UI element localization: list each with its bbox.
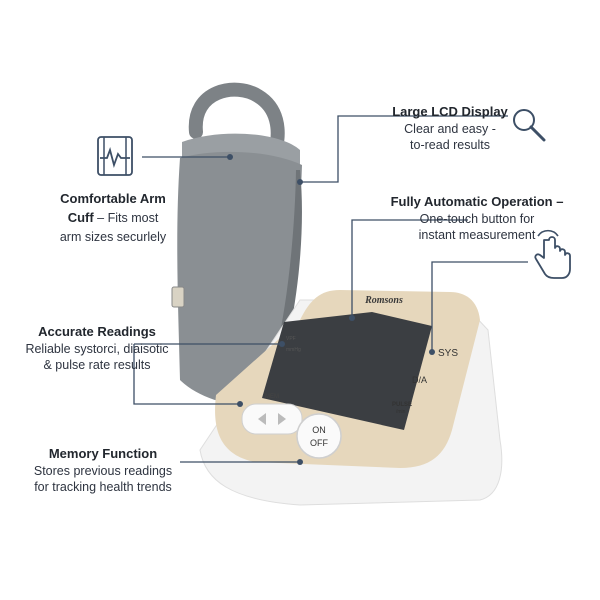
feature-accurate-desc-2: & pulse rate results xyxy=(43,358,151,373)
magnifier-icon xyxy=(510,106,550,151)
feature-auto: Fully Automatic Operation – One-touch bu… xyxy=(372,194,582,243)
sys-label: SYS xyxy=(438,348,458,359)
feature-accurate: Accurate Readings Reliable systorci, dia… xyxy=(12,324,182,373)
dia-label: D/A xyxy=(412,375,427,385)
cuff-body xyxy=(177,151,302,407)
mmhg-label: mmHg xyxy=(286,347,301,353)
feature-auto-desc-2: instant measurement xyxy=(418,228,536,243)
lcd-dot xyxy=(297,179,303,185)
accurate-connector-line xyxy=(133,344,240,405)
feature-auto-desc-1: One-touch button for xyxy=(419,211,535,226)
accurate-dot-2 xyxy=(237,401,243,407)
feature-memory: Memory Function Stores previous readings… xyxy=(18,446,188,495)
cuff-loop xyxy=(188,82,285,155)
right-arrow-icon xyxy=(278,413,286,425)
feature-accurate-desc-1: Reliable systorci, diaisotic xyxy=(25,341,169,356)
arm-cuff-icon xyxy=(92,133,138,184)
feature-memory-desc-2: for tracking health trends xyxy=(34,480,172,495)
feature-accurate-title: Accurate Readings xyxy=(38,324,156,339)
feature-cuff: Comfortable Arm Cuff – Fits most arm siz… xyxy=(38,191,188,245)
auto-dot xyxy=(349,315,355,321)
feature-memory-title: Memory Function xyxy=(48,446,158,461)
auto-connector-line-2 xyxy=(431,261,528,352)
lcd-screen xyxy=(262,312,432,430)
feature-cuff-title-2: Cuff xyxy=(67,209,94,225)
pulse-label: PULSE xyxy=(392,402,412,408)
on-label: ON xyxy=(312,425,326,435)
feature-cuff-desc-2: arm sizes securlely xyxy=(59,229,167,244)
feature-memory-desc-1: Stores previous readings xyxy=(33,463,173,478)
mem-button-shape xyxy=(241,403,303,435)
vpf-label: VPF xyxy=(286,336,296,342)
left-arrow-icon xyxy=(258,413,266,425)
cuff-shadow xyxy=(276,170,302,352)
feature-lcd-title: Large LCD Display xyxy=(392,104,508,119)
onoff-button-shape xyxy=(296,413,342,459)
feature-lcd: Large LCD Display Clear and easy - to-re… xyxy=(380,104,520,153)
brand-logo: Romsons xyxy=(364,295,403,306)
cuff-dot xyxy=(227,154,233,160)
pulse-unit-label: /min xyxy=(396,409,406,415)
feature-cuff-desc-1: – Fits most xyxy=(93,210,159,225)
auto-dot-2 xyxy=(429,349,435,355)
off-label: OFF xyxy=(310,438,328,448)
feature-lcd-desc-2: to-read results xyxy=(410,138,490,153)
cuff-tab xyxy=(171,286,185,308)
memory-dot xyxy=(297,459,303,465)
accurate-dot xyxy=(279,341,285,347)
lcd-connector-line xyxy=(300,115,508,183)
auto-connector-line xyxy=(351,219,468,318)
mem-label: MEM xyxy=(265,394,279,400)
touch-hand-icon xyxy=(530,228,576,287)
feature-cuff-title: Comfortable Arm xyxy=(60,191,166,206)
feature-auto-title: Fully Automatic Operation – xyxy=(390,194,564,209)
feature-lcd-desc-1: Clear and easy - xyxy=(404,121,496,136)
